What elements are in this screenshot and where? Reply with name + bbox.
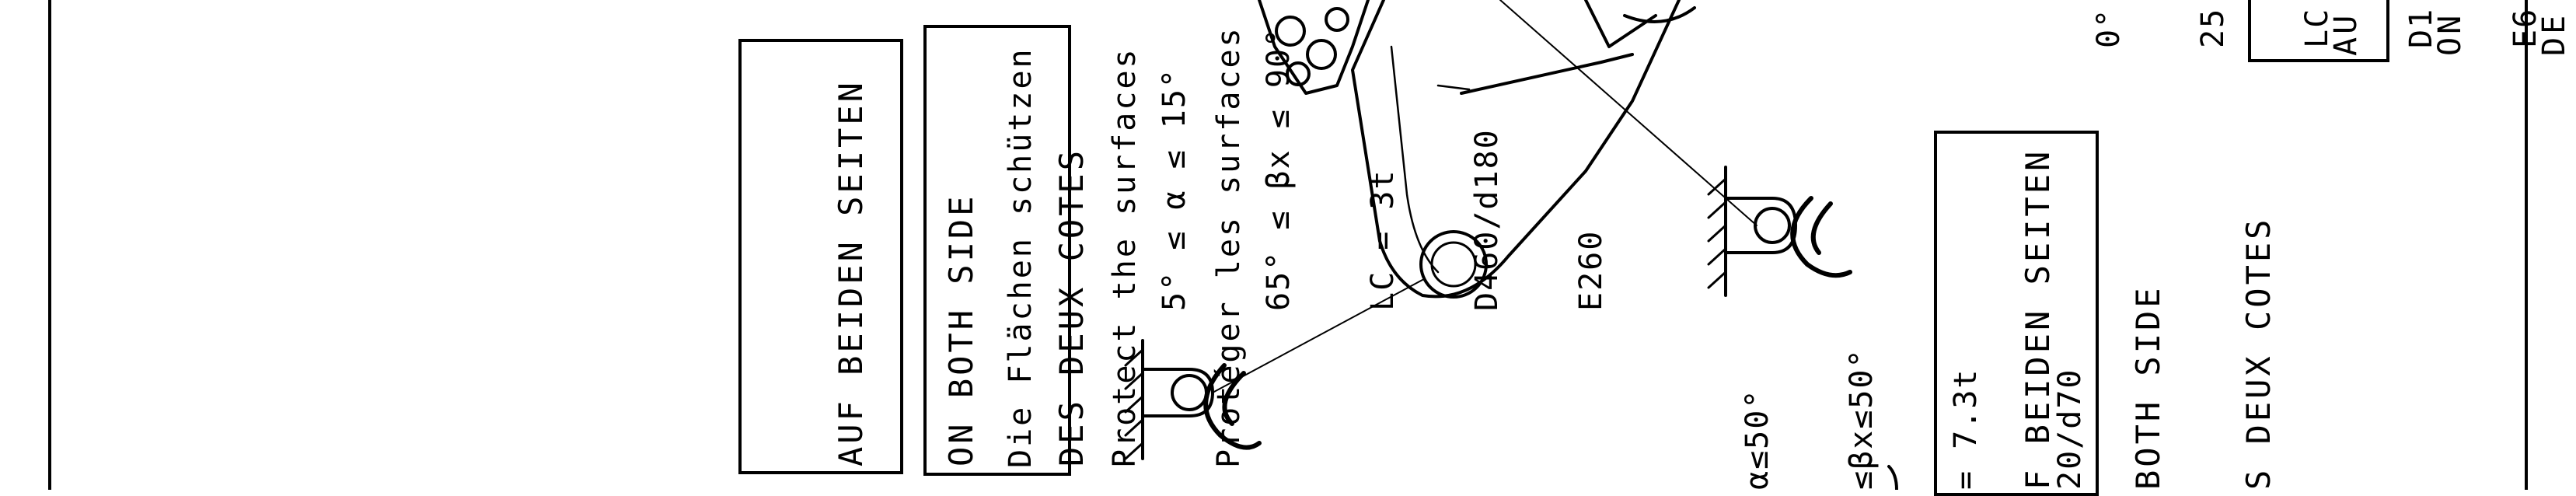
- spec-line: α≤50°: [1740, 388, 1775, 490]
- note-line: S DEUX COTES: [2239, 216, 2278, 490]
- note-line: AU: [2328, 12, 2364, 56]
- note-line: BOTH SIDE: [2129, 285, 2168, 490]
- note-box-both-sides-1: [738, 39, 903, 474]
- note-box-both-sides-3: [2248, 0, 2389, 62]
- frame-left-border: [48, 0, 51, 490]
- spec-line: D460/d180: [1469, 128, 1505, 311]
- note-box-protect-surfaces: [923, 25, 1071, 476]
- spec-line: LC = 3t: [1365, 169, 1401, 311]
- frame-right-border: [2525, 0, 2528, 490]
- spec-line: 5° ≤ α ≤ 15°: [1157, 68, 1192, 311]
- lift-spec-point-a: 5° ≤ α ≤ 15° 65° ≤ βx ≤ 90° LC = 3t D460…: [1087, 27, 1643, 311]
- spec-line: ≤βx≤50°: [1844, 348, 1880, 490]
- spec-line: 0°: [2091, 7, 2127, 48]
- note-both-sides-2: F BEIDEN SEITEN BOTH SIDE S DEUX COTES: [1945, 148, 2314, 490]
- spec-line: E260: [1573, 229, 1609, 311]
- note-line: Die Flächen schützen: [1003, 47, 1038, 468]
- spec-line: 65° ≤ βx ≤ 90°: [1261, 26, 1297, 311]
- note-line: AUF BEIDEN SEITEN: [832, 79, 870, 466]
- note-line: F BEIDEN SEITEN: [2019, 148, 2057, 490]
- note-both-sides-3: AU ON DE: [2258, 12, 2576, 56]
- spec-line: 25: [2195, 7, 2231, 48]
- note-line: ON: [2432, 12, 2468, 56]
- note-line: DE: [2536, 12, 2572, 56]
